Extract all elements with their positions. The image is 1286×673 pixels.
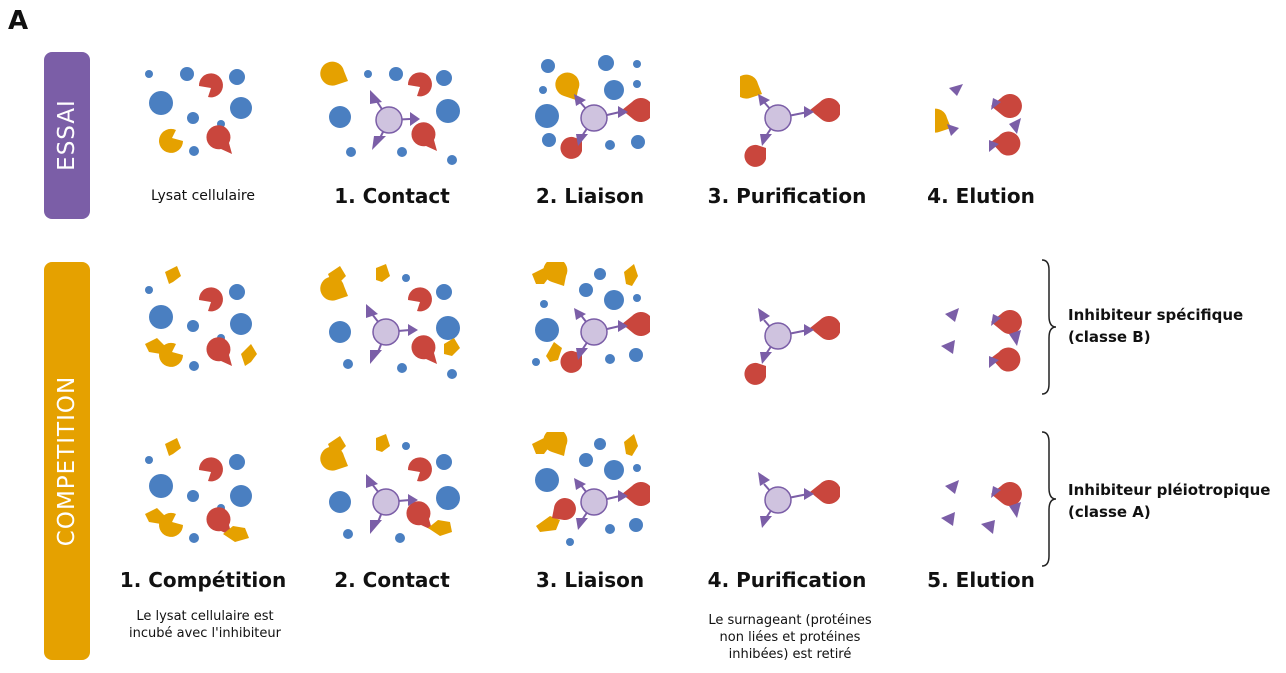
lysate-scene (145, 67, 252, 156)
purification-note-line2: non liées et protéines (719, 630, 861, 645)
competition-specific-elution-scene (941, 308, 1022, 372)
competition-band-label: COMPETITION (54, 375, 80, 547)
competition-note: Le lysat cellulaire est incubé avec l'in… (129, 608, 281, 642)
specific-inhibitor-brace (1041, 259, 1057, 395)
pleiotropic-inhibitor-label: Inhibiteur pléiotropique (classe A) (1068, 479, 1270, 523)
competition-note-line1: Le lysat cellulaire est (136, 609, 274, 624)
essai-step-liaison: 2. Liaison (535, 184, 645, 208)
essai-step-elution: 4. Elution (927, 184, 1035, 208)
pleiotropic-inhibitor-label-line2: (classe A) (1068, 503, 1151, 521)
competition-pleiotropic-contact-scene (320, 434, 460, 543)
competition-specific-liaison-scene (532, 262, 650, 373)
specific-inhibitor-label-line2: (classe B) (1068, 328, 1151, 346)
competition-step-elution: 5. Elution (927, 568, 1035, 592)
essai-step-contact: 1. Contact (334, 184, 450, 208)
purification-note: Le surnageant (protéines non liées et pr… (708, 612, 871, 663)
competition-pleiotropic-purification-scene (758, 472, 840, 528)
essai-purification-scene (740, 74, 840, 167)
pleiotropic-inhibitor-brace (1041, 431, 1057, 567)
competition-pleiotropic-liaison-scene (532, 432, 650, 546)
essai-band-label: ESSAI (54, 99, 80, 171)
lysate-label: Lysat cellulaire (151, 188, 255, 204)
competition-band: COMPETITION (44, 262, 90, 660)
competition-specific-inhibitor-scene (145, 266, 257, 371)
competition-pleiotropic-elution-scene (941, 480, 1022, 534)
pleiotropic-inhibitor-label-line1: Inhibiteur pléiotropique (1068, 481, 1271, 499)
essai-contact-scene (320, 61, 460, 165)
purification-note-line1: Le surnageant (protéines (708, 613, 872, 628)
competition-specific-contact-scene (320, 264, 460, 379)
competition-step-contact: 2. Contact (334, 568, 450, 592)
competition-specific-purification-scene (744, 308, 840, 385)
specific-inhibitor-label: Inhibiteur spécifique (classe B) (1068, 304, 1243, 348)
competition-step-liaison: 3. Liaison (535, 568, 645, 592)
essai-liaison-scene (535, 55, 650, 159)
competition-step-purification: 4. Purification (707, 568, 867, 592)
competition-step-competition: 1. Compétition (119, 568, 287, 592)
essai-elution-scene (935, 84, 1022, 156)
competition-note-line2: incubé avec l'inhibiteur (129, 626, 281, 641)
competition-pleiotropic-inhibitor-scene (145, 438, 252, 543)
essai-band: ESSAI (44, 52, 90, 219)
essai-step-purification: 3. Purification (707, 184, 867, 208)
purification-note-line3: inhibées) est retiré (728, 647, 852, 662)
specific-inhibitor-label-line1: Inhibiteur spécifique (1068, 306, 1244, 324)
panel-letter: A (8, 6, 29, 36)
